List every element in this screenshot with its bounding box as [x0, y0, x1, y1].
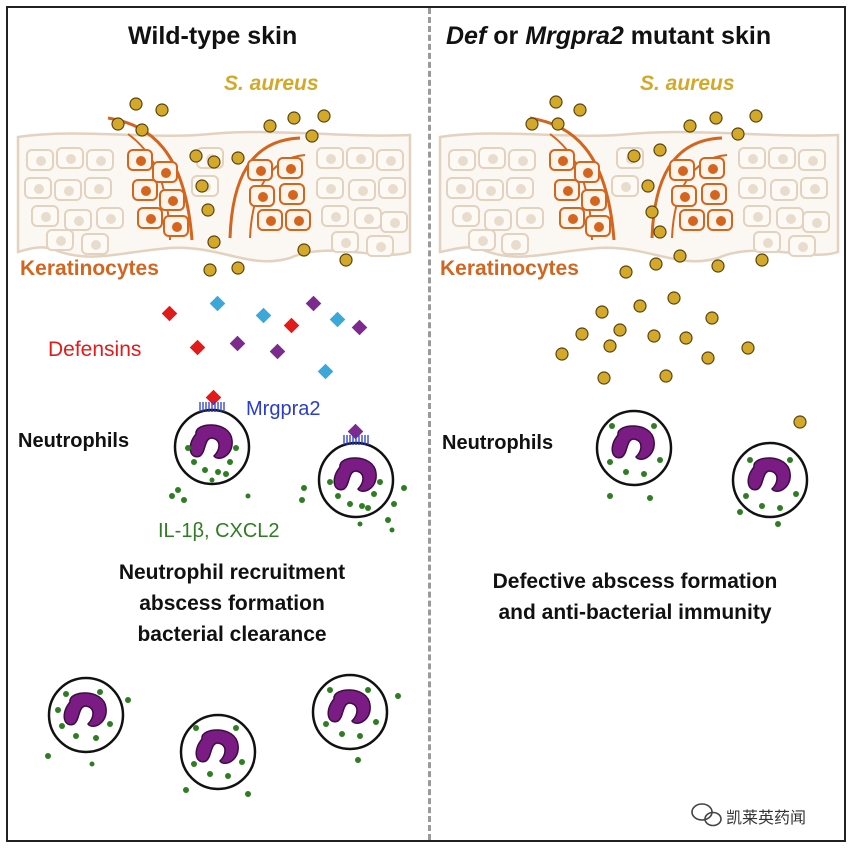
neutrophil-left-bottom-3 — [311, 673, 401, 763]
mrgpra2-label: Mrgpra2 — [246, 398, 321, 420]
neutrophil-left-receptor-1 — [169, 402, 251, 503]
left-panel-title: Wild-type skin — [128, 22, 298, 50]
neutrophil-left-bottom-1 — [45, 676, 131, 767]
left-bacteria-label: S. aureus — [224, 72, 319, 95]
right-outcome-text: Defective abscess formation and anti-bac… — [440, 566, 830, 628]
defensins-label: Defensins — [48, 338, 142, 361]
figure-frame — [6, 6, 846, 842]
neutrophil-right-1 — [595, 409, 673, 501]
left-outcome-text: Neutrophil recruitment abscess formation… — [52, 557, 412, 650]
right-bacteria-label: S. aureus — [640, 72, 735, 95]
wechat-icon — [691, 803, 722, 827]
right-activated-keratinocytes — [529, 116, 733, 241]
right-panel-title: Def or Mrgpra2 mutant skin — [446, 22, 772, 50]
right-keratinocytes-label: Keratinocytes — [440, 257, 579, 280]
neutrophil-left-receptor-2 — [299, 435, 407, 533]
right-skin-layer — [438, 116, 840, 263]
left-keratinocytes-label: Keratinocytes — [20, 257, 159, 280]
right-outcome-line-2: and anti-bacterial immunity — [498, 601, 772, 624]
left-bacteria — [111, 97, 353, 277]
cytokines-label: IL-1β, CXCL2 — [158, 520, 280, 542]
neutrophil-left-bottom-2 — [179, 713, 257, 797]
left-neutrophils-label: Neutrophils — [18, 430, 130, 452]
left-outcome-line-1: Neutrophil recruitment — [118, 561, 346, 584]
left-outcome-line-2: abscess formation — [139, 592, 325, 615]
left-outcome-line-3: bacterial clearance — [137, 623, 327, 646]
right-neutrophils-label: Neutrophils — [442, 432, 554, 454]
watermark-text: 凯莱英药闻 — [726, 810, 807, 827]
neutrophil-right-2 — [731, 441, 809, 527]
right-bacteria — [525, 95, 807, 429]
right-outcome-line-1: Defective abscess formation — [492, 570, 778, 593]
panel-divider — [428, 8, 431, 840]
